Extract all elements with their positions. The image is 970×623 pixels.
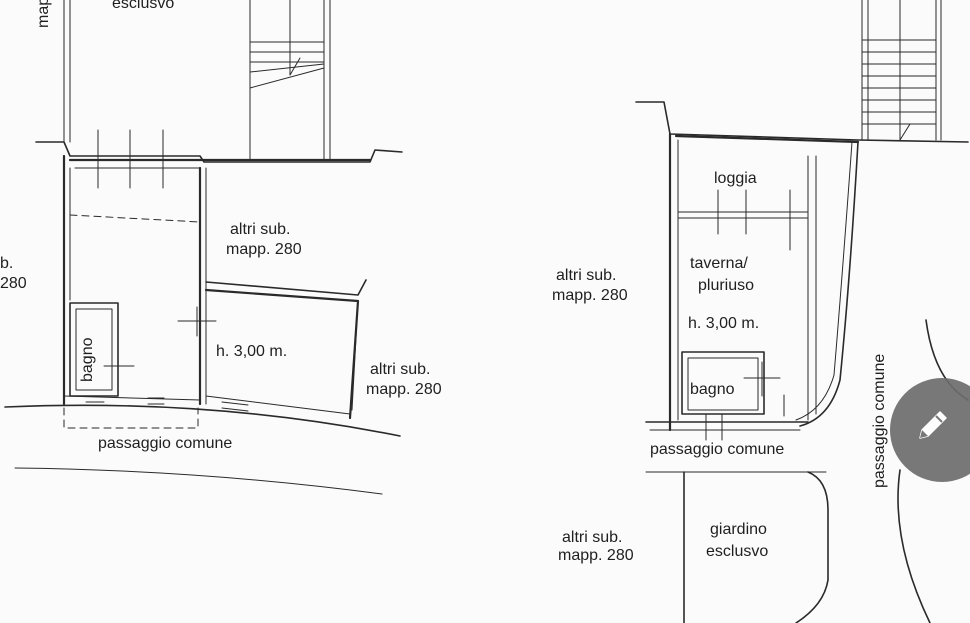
- pencil-icon: [919, 411, 947, 439]
- label-mapp-280-3: mapp. 280: [552, 287, 628, 304]
- label-passaggio-comune-vertical: passaggio comune: [871, 354, 888, 488]
- label-fragment-b: b.: [0, 255, 13, 272]
- edit-button[interactable]: [890, 378, 970, 482]
- label-pluriuso: pluriuso: [698, 277, 754, 294]
- label-mapp-280-2: mapp. 280: [366, 381, 442, 398]
- label-esclusivo-top: esclusvo: [112, 0, 174, 12]
- label-bagno-right: bagno: [690, 381, 735, 398]
- label-mapp-280-1: mapp. 280: [226, 241, 302, 258]
- label-height-right: h. 3,00 m.: [688, 315, 759, 332]
- label-map-top: map: [35, 0, 52, 28]
- label-loggia: loggia: [714, 170, 757, 187]
- label-altri-sub-3: altri sub.: [556, 267, 616, 284]
- label-altri-sub-1: altri sub.: [230, 221, 290, 238]
- label-passaggio-comune-left: passaggio comune: [98, 435, 232, 452]
- label-esclusivo-bottom: esclusvo: [706, 543, 768, 560]
- label-giardino: giardino: [710, 521, 767, 538]
- label-taverna: taverna/: [690, 255, 748, 272]
- label-fragment-280: 280: [0, 275, 27, 292]
- label-altri-sub-2: altri sub.: [370, 361, 430, 378]
- label-bagno-left: bagno: [79, 337, 96, 382]
- label-altri-sub-4: altri sub.: [562, 529, 622, 546]
- label-passaggio-comune-right: passaggio comune: [650, 441, 784, 458]
- label-height-left: h. 3,00 m.: [216, 343, 287, 360]
- label-mapp-280-4: mapp. 280: [558, 547, 634, 564]
